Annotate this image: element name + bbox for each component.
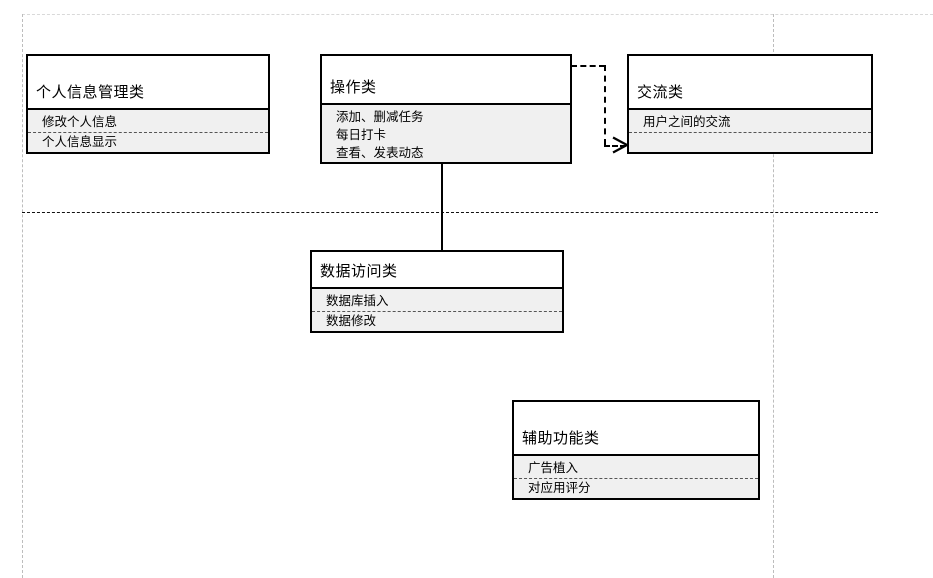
class-attribute: 个人信息显示: [42, 135, 118, 149]
class-attributes-operation: 添加、删减任务 每日打卡 查看、发表动态: [322, 103, 570, 162]
class-attribute: 每日打卡: [336, 128, 387, 142]
class-name-operation: 操作类: [322, 56, 570, 103]
page-guide-right: [773, 14, 774, 578]
connector-operation-communication-segment-top[interactable]: [571, 65, 605, 67]
class-attribute: 添加、删减任务: [336, 110, 424, 124]
connector-operation-communication-segment-vertical[interactable]: [604, 65, 606, 145]
class-box-communication[interactable]: 交流类 用户之间的交流: [627, 54, 873, 154]
class-box-data-access[interactable]: 数据访问类 数据库插入 数据修改: [310, 250, 564, 333]
page-guide-left: [22, 14, 23, 578]
class-name-personal-info-management: 个人信息管理类: [28, 56, 268, 108]
class-attribute: 修改个人信息: [28, 113, 268, 133]
class-name-communication: 交流类: [629, 56, 871, 108]
class-box-personal-info-management[interactable]: 个人信息管理类 修改个人信息 个人信息显示: [26, 54, 270, 154]
class-attribute: 查看、发表动态: [336, 146, 424, 160]
class-name-data-access: 数据访问类: [312, 252, 562, 287]
class-attributes-personal-info-management: 修改个人信息 个人信息显示: [28, 108, 268, 152]
class-box-operation[interactable]: 操作类 添加、删减任务 每日打卡 查看、发表动态: [320, 54, 572, 164]
page-guide-top: [22, 14, 933, 15]
class-attribute-empty: [629, 133, 871, 152]
class-attributes-data-access: 数据库插入 数据修改: [312, 287, 562, 331]
class-name-auxiliary-function: 辅助功能类: [514, 402, 758, 454]
connector-operation-data-access[interactable]: [441, 163, 443, 251]
class-attribute: 用户之间的交流: [629, 113, 871, 133]
page-break-line: [22, 212, 878, 213]
class-attributes-auxiliary-function: 广告植入 对应用评分: [514, 454, 758, 498]
class-attribute: 对应用评分: [528, 481, 591, 495]
class-attributes-communication: 用户之间的交流: [629, 108, 871, 152]
connector-operation-communication-segment-bottom[interactable]: [604, 145, 626, 147]
class-attribute: 数据修改: [326, 314, 377, 328]
class-attribute: 数据库插入: [312, 292, 562, 312]
class-attribute: 广告植入: [514, 459, 758, 479]
class-box-auxiliary-function[interactable]: 辅助功能类 广告植入 对应用评分: [512, 400, 760, 500]
